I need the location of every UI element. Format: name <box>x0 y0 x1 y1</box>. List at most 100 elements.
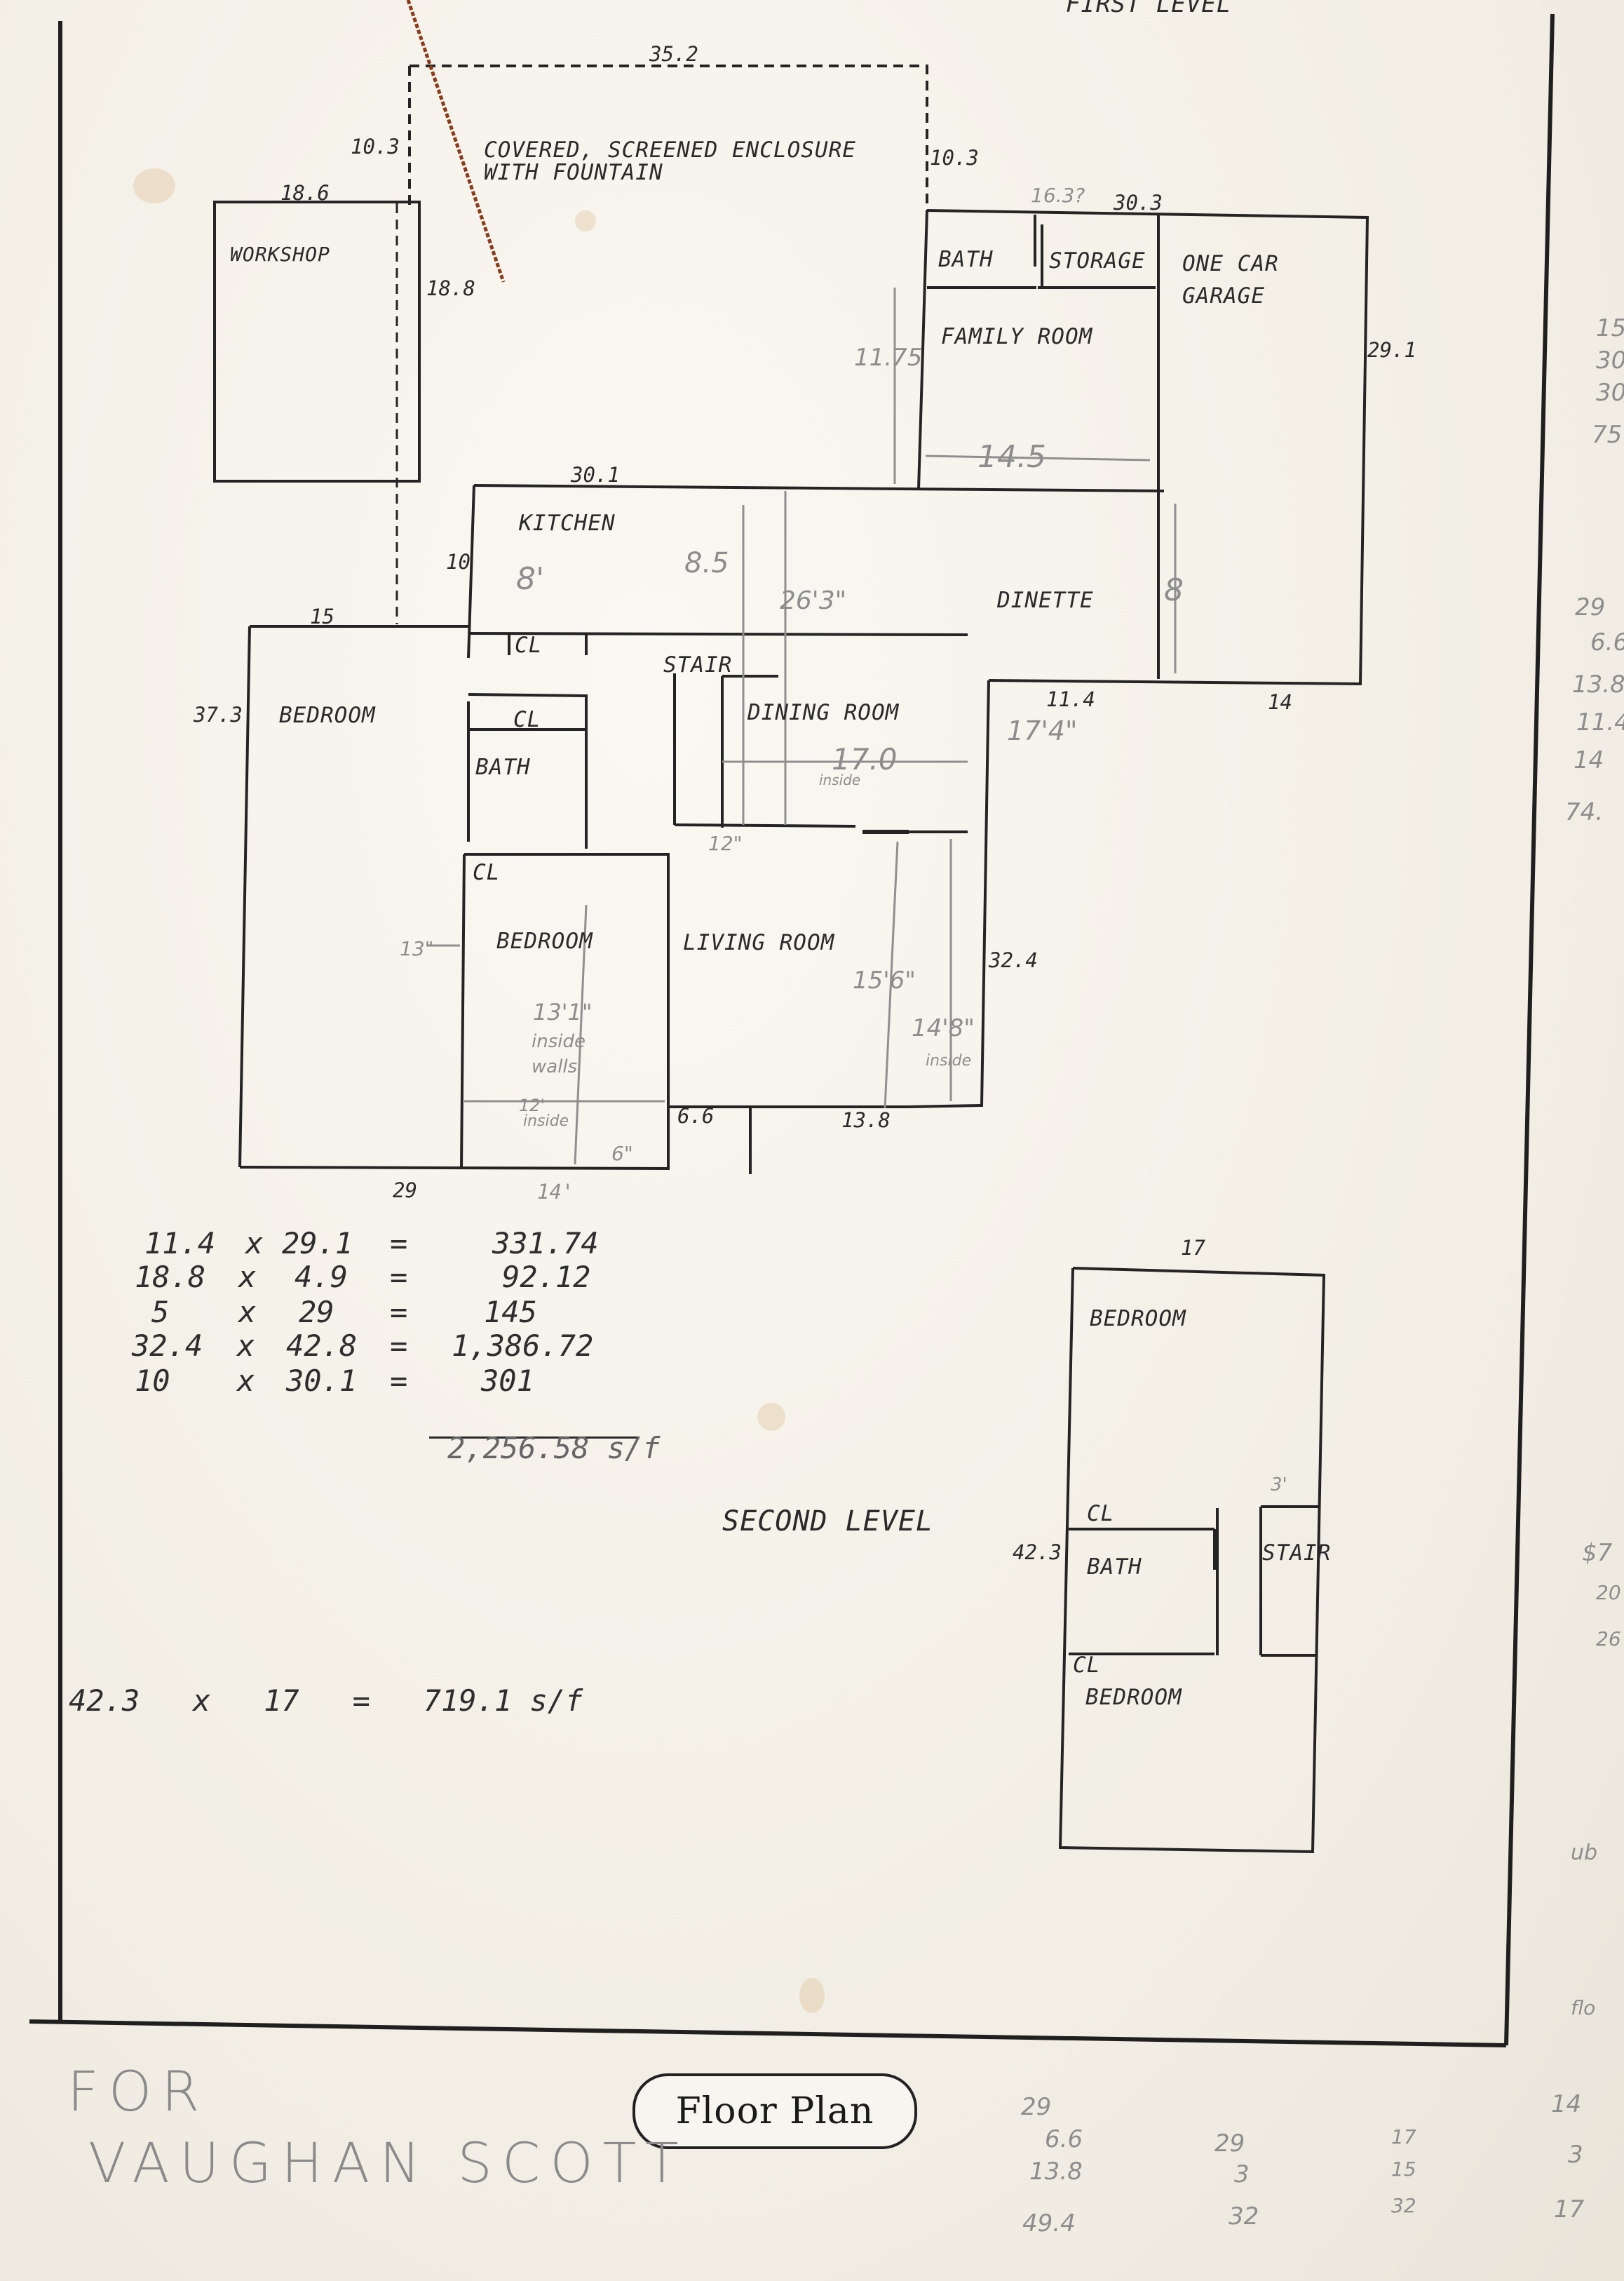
calc-row-b: 29 <box>299 1295 334 1329</box>
calc-row-a: 11.4 <box>144 1226 216 1260</box>
paper-stain <box>133 168 175 203</box>
closet-top-label: CL <box>1087 1501 1115 1526</box>
family-room-label: FAMILY ROOM <box>941 324 1093 349</box>
pencil-note: 8' <box>516 561 545 597</box>
pencil-note: 15'6" <box>853 967 916 995</box>
calc-row-a: 18.8 <box>135 1260 206 1294</box>
garage-depth-dim: 29.1 <box>1367 338 1416 362</box>
second-level-walls <box>1058 1267 1326 1854</box>
workshop-label: WORKSHOP <box>230 243 330 266</box>
right-margin-note: flo <box>1571 1996 1596 2019</box>
bedroom-mid-label: BEDROOM <box>496 929 593 954</box>
bottom-dim-29: 29 <box>393 1178 417 1202</box>
closet-bedroom-label: CL <box>473 860 501 885</box>
margin-sum: 14 <box>1551 2090 1582 2118</box>
enclosure-label-line2: WITH FOUNTAIN <box>484 160 663 185</box>
kitchen-width-dim: 30.1 <box>571 463 620 487</box>
calc-row-result: 145 <box>484 1295 537 1329</box>
calc-row-eq: = <box>390 1226 408 1260</box>
calc-row-op: x <box>238 1260 257 1294</box>
calc-row-eq: = <box>390 1260 408 1294</box>
calc-row-op: x <box>237 1364 255 1398</box>
right-margin-note: 15 <box>1596 314 1624 342</box>
second-level-depth-dim: 42.3 <box>1013 1540 1062 1564</box>
calc-row-a: 10 <box>135 1364 170 1398</box>
stair-width-note: 3' <box>1271 1474 1287 1495</box>
right-margin-note: $7 <box>1582 1539 1613 1567</box>
right-margin-note: 6.6 <box>1590 628 1624 657</box>
right-margin-note: 75 <box>1592 421 1623 449</box>
kitchen-side-dim: 10 <box>446 550 471 574</box>
right-margin-note: ub <box>1571 1841 1598 1865</box>
margin-sum: 29 <box>1214 2129 1245 2158</box>
top-right-width-dim: 30.3 <box>1114 191 1163 215</box>
margin-sum: 15 <box>1391 2158 1416 2181</box>
paper-stain <box>757 1403 785 1431</box>
living-depth-dim: 32.4 <box>989 948 1038 972</box>
pencil-note: 8.5 <box>684 547 729 579</box>
handwritten-name: VAUGHAN SCOTT <box>88 2132 689 2195</box>
second-level-heading: SECOND LEVEL <box>722 1505 933 1538</box>
calc-row-b: 30.1 <box>286 1364 358 1398</box>
pencil-note: 17.0 <box>832 742 898 776</box>
pencil-note: inside <box>819 772 861 788</box>
paper-stain <box>575 210 596 231</box>
margin-sum: 17 <box>1554 2195 1585 2223</box>
calc-row-a: 32.4 <box>132 1328 203 1363</box>
pencil-note: 13" <box>400 937 434 960</box>
calc-row-result: 92.12 <box>502 1260 591 1294</box>
margin-sum: 3 <box>1568 2141 1583 2169</box>
pencil-note: 16.3? <box>1031 184 1085 207</box>
garage-label-line1: ONE CAR <box>1182 251 1279 276</box>
bedroom-width-dim: 15 <box>310 605 334 628</box>
kitchen-label: KITCHEN <box>519 511 616 536</box>
pencil-note: 12" <box>708 832 743 855</box>
calc-row-result: 331.74 <box>492 1226 599 1260</box>
calc-row-op: x <box>237 1328 255 1363</box>
pencil-note: 6" <box>611 1142 633 1165</box>
enclosure-right-dim: 10.3 <box>930 146 979 170</box>
bottom-dim-6-6: 6.6 <box>677 1104 715 1128</box>
right-margin-note: 26 <box>1596 1627 1621 1650</box>
calc-total-rule <box>429 1436 640 1439</box>
bath-second-label: BATH <box>1087 1554 1142 1580</box>
pencil-note: inside <box>532 1031 586 1052</box>
margin-sum: 32 <box>1229 2202 1259 2230</box>
right-margin-note: 30 <box>1596 346 1624 375</box>
bedroom-left-label: BEDROOM <box>279 703 376 728</box>
closet-bath-label: CL <box>513 707 541 732</box>
pencil-note: 26'3" <box>780 586 847 615</box>
calc-row-result: 1,386.72 <box>452 1328 594 1363</box>
garage-bottom-dim: 14 <box>1268 690 1292 714</box>
living-room-label: LIVING ROOM <box>683 930 835 955</box>
second-level-calc: 42.3 x 17 = 719.1 s/f <box>69 1683 583 1718</box>
calc-total: 2,256.58 s/f <box>447 1431 661 1465</box>
closet-bottom-label: CL <box>1073 1653 1101 1678</box>
right-margin-note: 29 <box>1575 593 1606 621</box>
bath-top-label: BATH <box>938 247 994 272</box>
pencil-note: 14.5 <box>977 439 1046 475</box>
margin-sum: 49.4 <box>1022 2209 1076 2238</box>
bath-label: BATH <box>475 755 531 780</box>
page-border <box>29 13 1555 2047</box>
first-level-walls <box>213 65 1369 1174</box>
right-margin-note: 11.4 <box>1576 708 1624 736</box>
step-dim-11-4: 11.4 <box>1046 687 1095 711</box>
bottom-dim-14: 14' <box>537 1180 574 1204</box>
closet-kitchen-label: CL <box>515 633 543 658</box>
pencil-note: 8 <box>1164 572 1184 608</box>
right-margin-note: 30 <box>1596 379 1624 407</box>
paper-stain <box>799 1978 825 2013</box>
pencil-note: inside <box>926 1052 972 1070</box>
margin-sum: 6.6 <box>1045 2125 1083 2153</box>
margin-sum: 17 <box>1391 2125 1416 2148</box>
pencil-note: 13'1" <box>533 999 593 1025</box>
right-margin-note: 20 <box>1596 1581 1621 1604</box>
calc-row-a: 5 <box>151 1295 170 1329</box>
dinette-label: DINETTE <box>997 588 1094 613</box>
storage-label: STORAGE <box>1049 248 1146 274</box>
right-margin-note: 74. <box>1565 798 1604 826</box>
calc-row-b: 42.8 <box>286 1328 358 1363</box>
